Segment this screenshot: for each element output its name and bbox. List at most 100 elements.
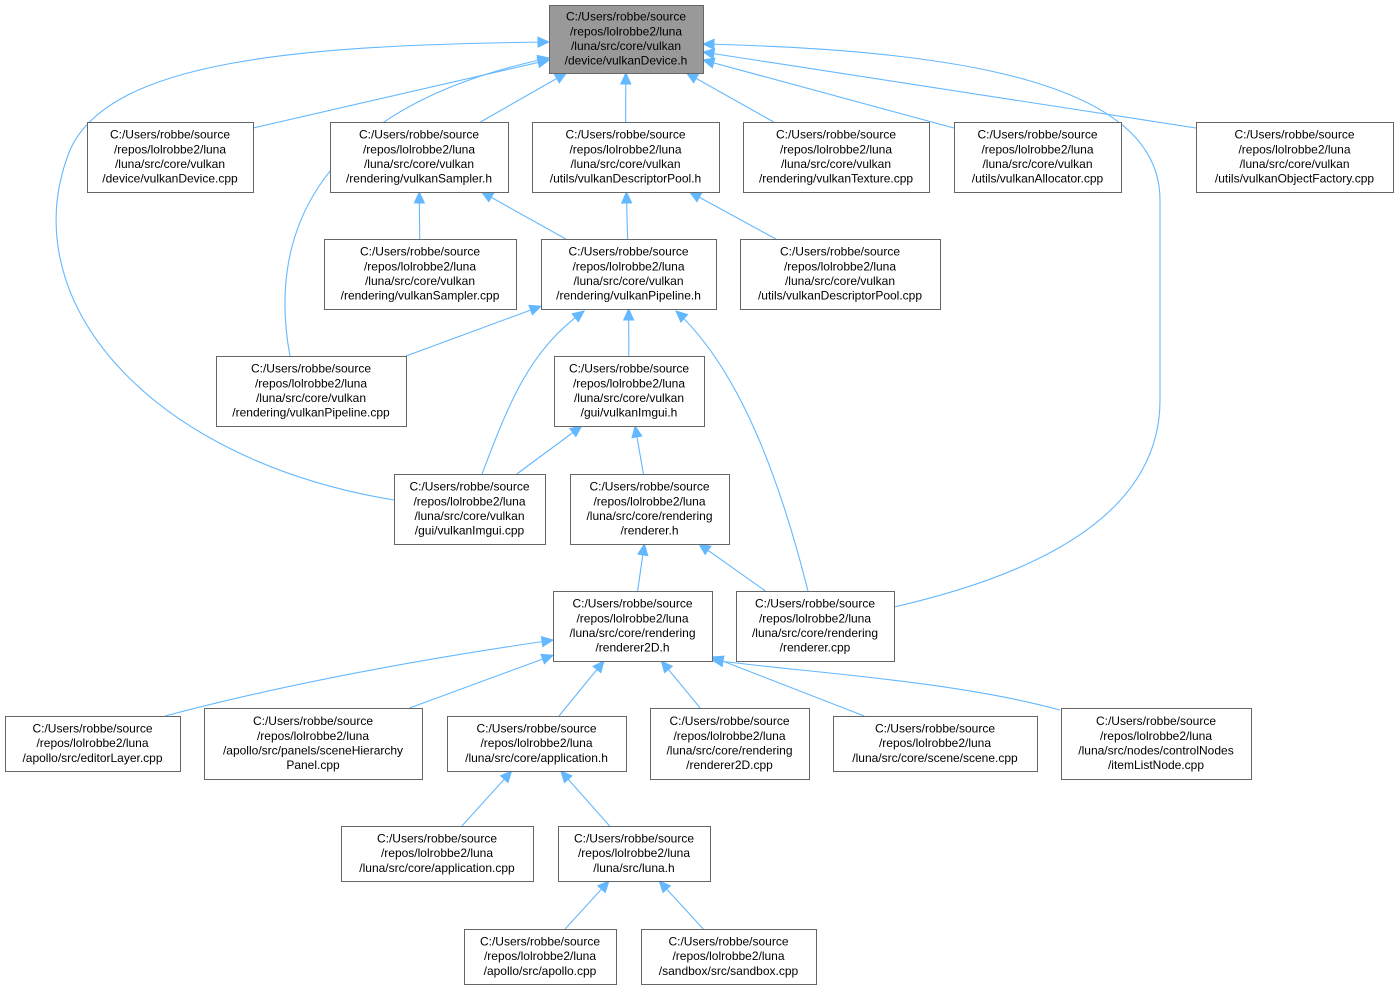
graph-node[interactable]: C:/Users/robbe/source/repos/lolrobbe2/lu… [447, 716, 627, 772]
node-label-line: /luna/src/core/vulkan [573, 274, 683, 288]
arrowhead-icon [413, 190, 426, 204]
graph-node[interactable]: C:/Users/robbe/source/repos/lolrobbe2/lu… [1061, 708, 1252, 780]
node-label-line: C:/Users/robbe/source [377, 831, 497, 845]
node-label-line: /luna/src/core/vulkan [785, 274, 895, 288]
edge-n20-to-n14 [711, 656, 865, 717]
node-box [736, 591, 895, 662]
node-label-line: /luna/src/core/vulkan [365, 274, 475, 288]
node-label-line: C:/Users/robbe/source [668, 934, 788, 948]
node-box [216, 356, 407, 427]
node-label-line: /repos/lolrobbe2/luna [673, 729, 785, 743]
graph-node[interactable]: C:/Users/robbe/source/repos/lolrobbe2/lu… [743, 122, 930, 193]
node-label-line: /repos/lolrobbe2/luna [480, 736, 592, 750]
node-label-line: C:/Users/robbe/source [755, 597, 875, 611]
node-label-line: /repos/lolrobbe2/luna [381, 846, 493, 860]
graph-node[interactable]: C:/Users/robbe/source/repos/lolrobbe2/lu… [341, 826, 534, 882]
node-label-line: C:/Users/robbe/source [1234, 128, 1354, 142]
edge-n12-to-n8 [481, 310, 585, 475]
graph-root-node[interactable]: C:/Users/robbe/source/repos/lolrobbe2/lu… [549, 5, 704, 74]
node-label-line: /itemListNode.cpp [1108, 758, 1204, 772]
graph-node[interactable]: C:/Users/robbe/source/repos/lolrobbe2/lu… [216, 356, 407, 427]
graph-node[interactable]: C:/Users/robbe/source/repos/lolrobbe2/lu… [87, 122, 254, 193]
edge-n15-to-n13 [698, 543, 766, 592]
graph-node[interactable]: C:/Users/robbe/source/repos/lolrobbe2/lu… [324, 239, 517, 310]
node-box [954, 122, 1122, 193]
node-label-line: C:/Users/robbe/source [565, 128, 685, 142]
node-label-line: C:/Users/robbe/source [476, 721, 596, 735]
edge-n10-to-n8 [405, 305, 542, 357]
node-label-line: /luna/src/core/vulkan [982, 157, 1092, 171]
node-label-line: /rendering/vulkanTexture.cpp [759, 172, 913, 186]
graph-node[interactable]: C:/Users/robbe/source/repos/lolrobbe2/lu… [736, 591, 895, 662]
node-label-line: /device/vulkanDevice.cpp [102, 172, 238, 186]
graph-node[interactable]: C:/Users/robbe/source/repos/lolrobbe2/lu… [330, 122, 509, 193]
graph-node[interactable]: C:/Users/robbe/source/repos/lolrobbe2/lu… [833, 716, 1038, 772]
graph-node[interactable]: C:/Users/robbe/source/repos/lolrobbe2/lu… [554, 356, 705, 427]
edge-n16-to-n14 [164, 639, 554, 717]
node-label-line: C:/Users/robbe/source [251, 362, 371, 376]
node-label-line: /luna/src/core/rendering [586, 509, 712, 523]
node-label-line: C:/Users/robbe/source [669, 714, 789, 728]
arrowhead-icon [620, 71, 632, 85]
edge-n5-to-n0 [702, 59, 955, 129]
node-label-line: /repos/lolrobbe2/luna [36, 736, 148, 750]
node-box [541, 239, 717, 310]
edge-n10-to-n0 [284, 57, 550, 357]
node-box [204, 708, 423, 780]
arrowhead-icon [688, 191, 703, 203]
node-label-line: /repos/lolrobbe2/luna [255, 376, 367, 390]
node-box [447, 716, 627, 772]
node-box [641, 929, 817, 985]
node-label-line: C:/Users/robbe/source [780, 245, 900, 259]
graph-node[interactable]: C:/Users/robbe/source/repos/lolrobbe2/lu… [532, 122, 720, 193]
node-label-line: /repos/lolrobbe2/luna [1100, 729, 1212, 743]
arrowhead-icon [536, 54, 551, 67]
node-label-line: C:/Users/robbe/source [875, 721, 995, 735]
graph-node[interactable]: C:/Users/robbe/source/repos/lolrobbe2/lu… [1196, 122, 1394, 193]
edge-n4-to-n0 [686, 72, 774, 123]
graph-node[interactable]: C:/Users/robbe/source/repos/lolrobbe2/lu… [740, 239, 941, 310]
node-label-line: /luna/src/core/vulkan [571, 39, 681, 53]
node-label-line: /repos/lolrobbe2/luna [593, 494, 705, 508]
node-label-line: /renderer.cpp [780, 641, 851, 655]
edge-n22-to-n18 [461, 770, 513, 827]
node-label-line: C:/Users/robbe/source [566, 10, 686, 24]
node-box [341, 826, 534, 882]
graph-node[interactable]: C:/Users/robbe/source/repos/lolrobbe2/lu… [5, 716, 181, 772]
graph-node[interactable]: C:/Users/robbe/source/repos/lolrobbe2/lu… [641, 929, 817, 985]
node-label-line: /repos/lolrobbe2/luna [981, 142, 1093, 156]
edge-n12-to-n11 [516, 425, 583, 475]
graph-node[interactable]: C:/Users/robbe/source/repos/lolrobbe2/lu… [570, 474, 730, 545]
graph-node[interactable]: C:/Users/robbe/source/repos/lolrobbe2/lu… [558, 826, 711, 882]
node-label-line: /luna/src/core/vulkan [115, 157, 225, 171]
node-label-line: /repos/lolrobbe2/luna [257, 729, 369, 743]
node-label-line: /luna/src/core/scene/scene.cpp [852, 751, 1018, 765]
node-label-line: /rendering/vulkanPipeline.cpp [232, 406, 390, 420]
node-label-line: /renderer2D.h [595, 641, 669, 655]
node-label-line: C:/Users/robbe/source [568, 245, 688, 259]
graph-node[interactable]: C:/Users/robbe/source/repos/lolrobbe2/lu… [204, 708, 423, 780]
node-label-line: /repos/lolrobbe2/luna [570, 24, 682, 38]
node-label-line: C:/Users/robbe/source [360, 245, 480, 259]
arrowhead-icon [660, 660, 674, 674]
node-label-line: /luna/src/core/vulkan [574, 391, 684, 405]
node-label-line: /luna/src/luna.h [593, 861, 674, 875]
graph-node[interactable]: C:/Users/robbe/source/repos/lolrobbe2/lu… [541, 239, 717, 310]
graph-node[interactable]: C:/Users/robbe/source/repos/lolrobbe2/lu… [464, 929, 617, 985]
graph-node[interactable]: C:/Users/robbe/source/repos/lolrobbe2/lu… [650, 708, 810, 780]
node-box [1196, 122, 1394, 193]
arrowhead-icon [637, 542, 649, 557]
arrowhead-icon [540, 635, 555, 648]
node-box [833, 716, 1038, 772]
node-label-line: /repos/lolrobbe2/luna [484, 949, 596, 963]
graph-node[interactable]: C:/Users/robbe/source/repos/lolrobbe2/lu… [553, 591, 713, 662]
graph-node[interactable]: C:/Users/robbe/source/repos/lolrobbe2/lu… [394, 474, 546, 545]
node-label-line: /repos/lolrobbe2/luna [672, 949, 784, 963]
node-label-line: /repos/lolrobbe2/luna [413, 494, 525, 508]
node-box [553, 591, 713, 662]
node-box [532, 122, 720, 193]
graph-node[interactable]: C:/Users/robbe/source/repos/lolrobbe2/lu… [954, 122, 1122, 193]
node-box [554, 356, 705, 427]
node-label-line: /repos/lolrobbe2/luna [576, 611, 688, 625]
